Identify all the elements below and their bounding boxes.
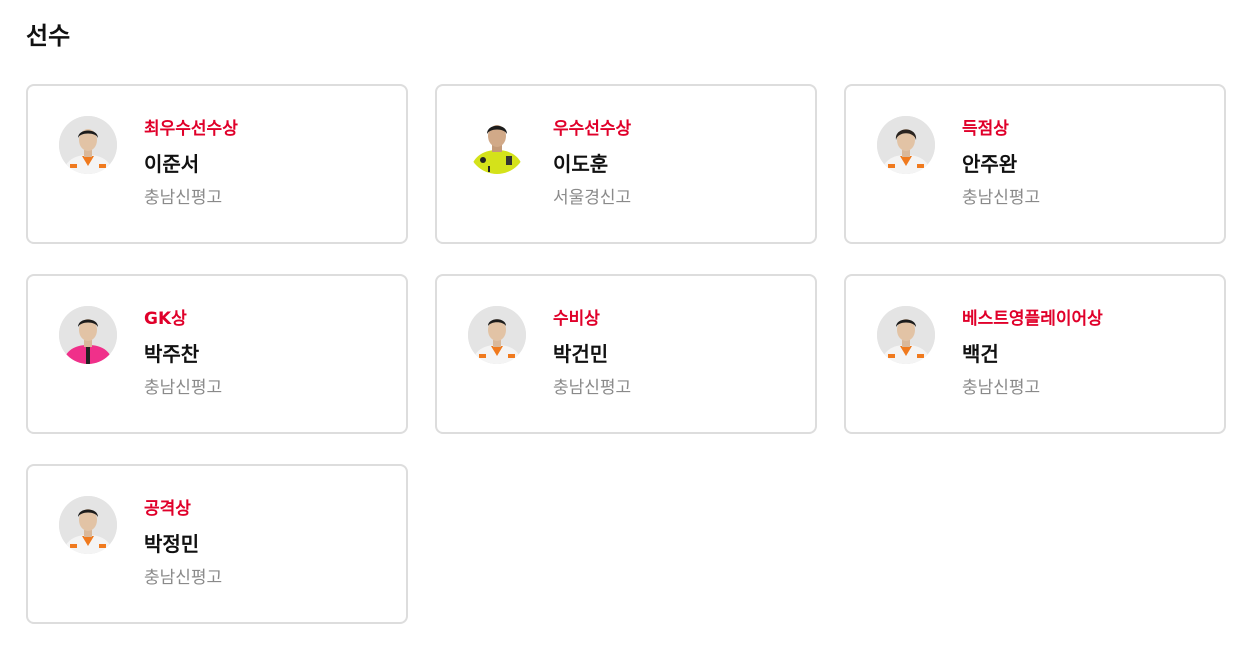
player-award-grid: 최우수선수상 이준서 충남신평고 우수선수상 이도훈 서울경신고: [26, 84, 1226, 624]
player-name: 박건민: [553, 342, 609, 366]
award-title: 우수선수상: [553, 119, 632, 139]
player-card[interactable]: 우수선수상 이도훈 서울경신고: [435, 84, 817, 244]
player-photo: [59, 116, 117, 174]
player-school: 충남신평고: [144, 188, 223, 208]
player-name: 이도훈: [553, 152, 609, 176]
player-school: 충남신평고: [962, 378, 1041, 398]
player-card[interactable]: GK상 박주찬 충남신평고: [26, 274, 408, 434]
award-title: 수비상: [553, 309, 600, 329]
player-card[interactable]: 베스트영플레이어상 백건 충남신평고: [844, 274, 1226, 434]
award-title: 최우수선수상: [144, 119, 238, 139]
player-school: 충남신평고: [962, 188, 1041, 208]
award-title: 베스트영플레이어상: [962, 309, 1103, 329]
section-title: 선수: [26, 22, 71, 50]
award-title: GK상: [144, 309, 187, 329]
player-photo: [59, 496, 117, 554]
player-photo: [877, 116, 935, 174]
award-title: 공격상: [144, 499, 191, 519]
player-school: 충남신평고: [144, 568, 223, 588]
player-name: 안주완: [962, 152, 1018, 176]
player-photo: [468, 116, 526, 174]
player-name: 백건: [962, 342, 999, 366]
player-card[interactable]: 최우수선수상 이준서 충남신평고: [26, 84, 408, 244]
player-name: 이준서: [144, 152, 200, 176]
player-card[interactable]: 공격상 박정민 충남신평고: [26, 464, 408, 624]
player-photo: [468, 306, 526, 364]
player-card[interactable]: 득점상 안주완 충남신평고: [844, 84, 1226, 244]
player-school: 충남신평고: [144, 378, 223, 398]
player-school: 서울경신고: [553, 188, 632, 208]
player-school: 충남신평고: [553, 378, 632, 398]
player-card[interactable]: 수비상 박건민 충남신평고: [435, 274, 817, 434]
award-title: 득점상: [962, 119, 1009, 139]
player-photo: [59, 306, 117, 364]
player-name: 박정민: [144, 532, 200, 556]
player-name: 박주찬: [144, 342, 200, 366]
player-photo: [877, 306, 935, 364]
